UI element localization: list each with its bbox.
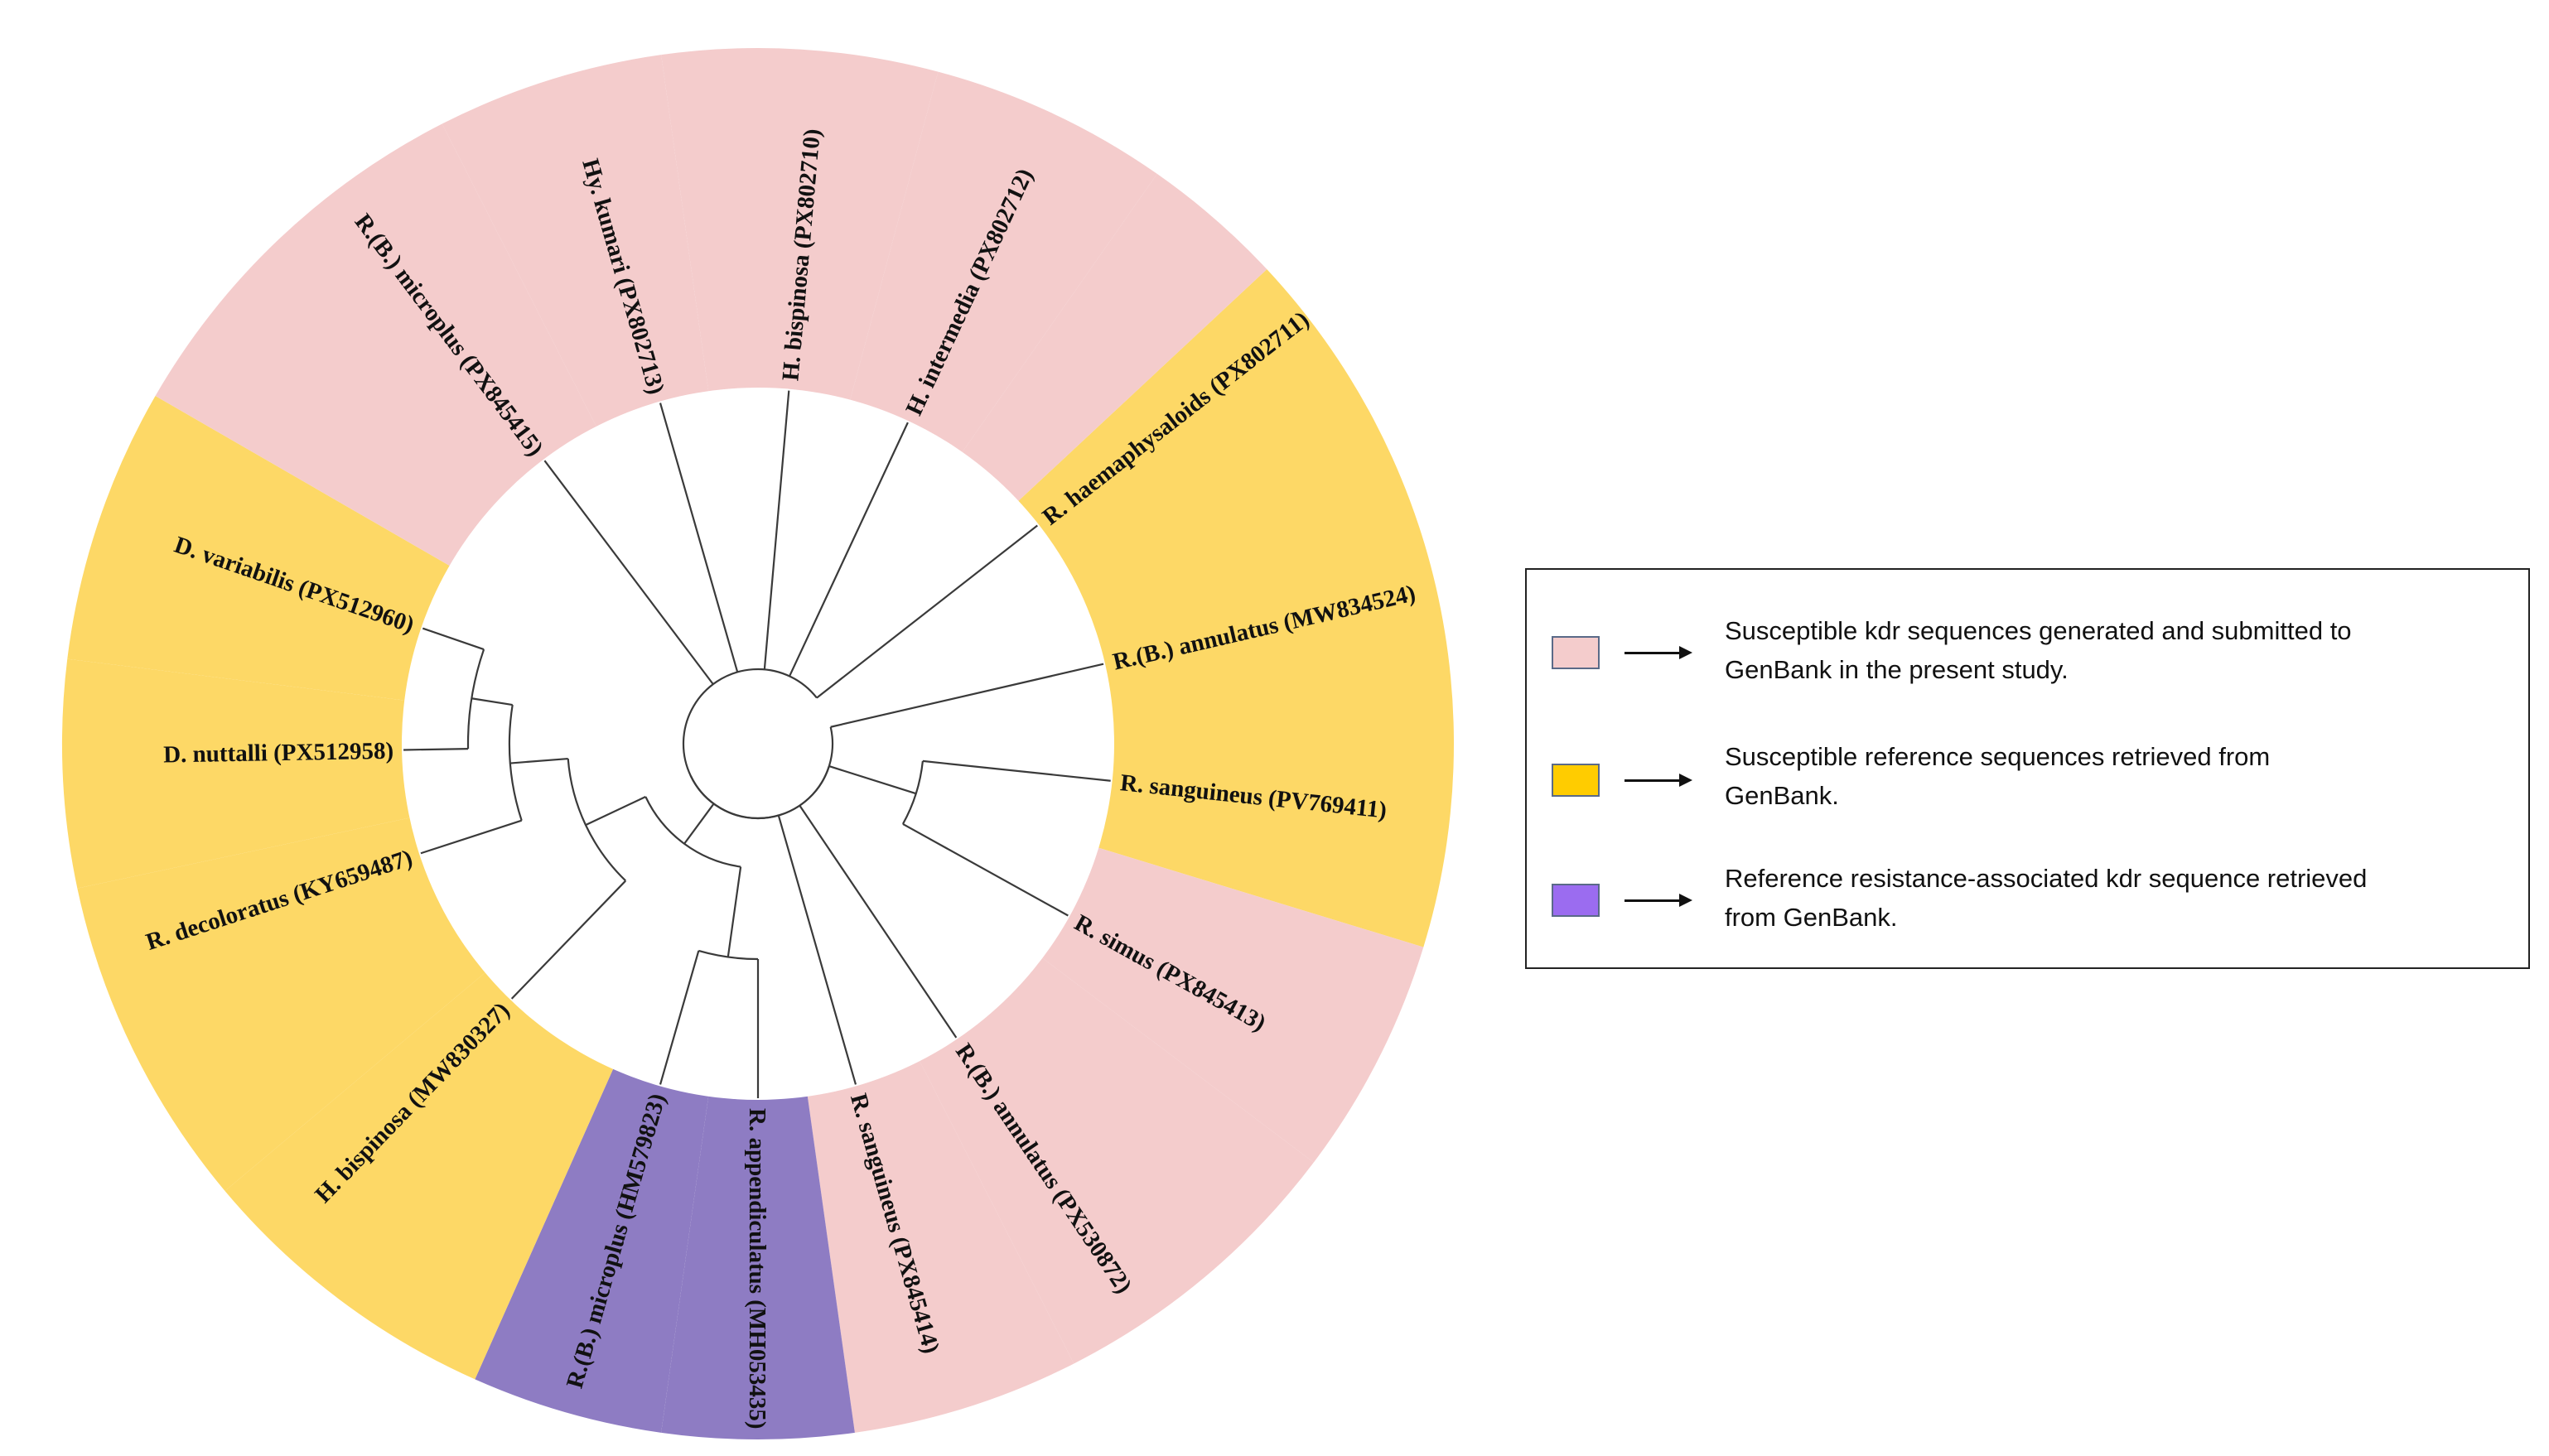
legend-text-line: Susceptible reference sequences retrieve… [1725,742,2271,771]
legend-swatch-yellow [1552,764,1600,797]
arrow-right-icon [1625,772,1692,788]
branch-to-l15 [789,422,909,677]
branch-arc [698,949,759,961]
legend-item-pink: Susceptible kdr sequences generated and … [1527,601,2528,692]
branch-internal [509,757,568,764]
legend-item-purple: Reference resistance-associated kdr sequ… [1527,859,2528,950]
leaf-label: R. appendiculatus (MH053435) [744,1108,770,1429]
sector-pink-l15 [850,71,1157,453]
branch-arc [901,760,924,825]
branch-to-l13 [659,403,739,673]
legend-text-line: GenBank. [1725,781,1839,810]
branch-internal [727,866,742,957]
branch-to-l9 [420,819,523,855]
branch-arc [682,668,834,820]
branch-internal [471,697,513,706]
sector-pink-l3 [1041,847,1424,1163]
legend-box: Susceptible kdr sequences generated and … [1525,568,2530,969]
branch-to-l7 [659,950,700,1085]
branch-to-l8 [510,880,627,1000]
branch-arc [466,648,485,750]
legend-swatch-purple [1552,884,1600,917]
sector-yellow-l8 [224,971,614,1380]
sector-yellow-l10 [62,658,411,889]
sector-yellow-l11 [67,396,451,701]
sector-yellow-l2 [1017,269,1454,947]
sector-pink-l5 [807,1060,1074,1433]
sector-pink-l14 [661,47,939,401]
branch-to-l4 [799,804,958,1039]
sector-pink-l13 [442,55,709,427]
legend-swatch-pink [1552,636,1600,669]
sector-purple-l6 [661,1095,855,1439]
sector-pink-l16 [962,173,1267,502]
branch-to-l11 [422,627,485,651]
sector-pink-l12 [155,123,597,566]
legend-text-line: from GenBank. [1725,903,1898,932]
colored-sectors [62,47,1454,1439]
arrow-right-icon [1625,892,1692,909]
branch-internal [585,795,646,827]
branch-to-l10 [403,748,469,751]
legend-text-line: Reference resistance-associated kdr sequ… [1725,864,2368,893]
inner-white-disc [402,388,1114,1100]
sector-pink-l4 [919,957,1314,1364]
branch-internal [683,803,715,845]
branch-to-l16 [816,524,1038,699]
branch-arc [567,758,626,882]
tree-branches [403,390,1111,1098]
sector-purple-l7 [475,1068,709,1433]
branch-to-l5 [777,815,857,1085]
branch-arc [644,796,741,868]
arrow-right-icon [1625,644,1692,661]
legend-text-line: Susceptible kdr sequences generated and … [1725,616,2352,645]
branch-internal [828,765,917,795]
branch-to-l12 [543,460,714,685]
legend-item-yellow: Susceptible reference sequences retrieve… [1527,732,2528,823]
branch-arc [508,704,523,822]
legend-text-line: GenBank in the present study. [1725,655,2069,684]
sector-yellow-l9 [77,817,486,1191]
branch-to-l3 [902,822,1069,917]
leaf-label: D. nuttalli (PX512958) [163,738,393,769]
branch-to-l2 [922,759,1111,782]
branch-to-l1 [830,663,1104,728]
branch-to-l14 [763,390,790,670]
